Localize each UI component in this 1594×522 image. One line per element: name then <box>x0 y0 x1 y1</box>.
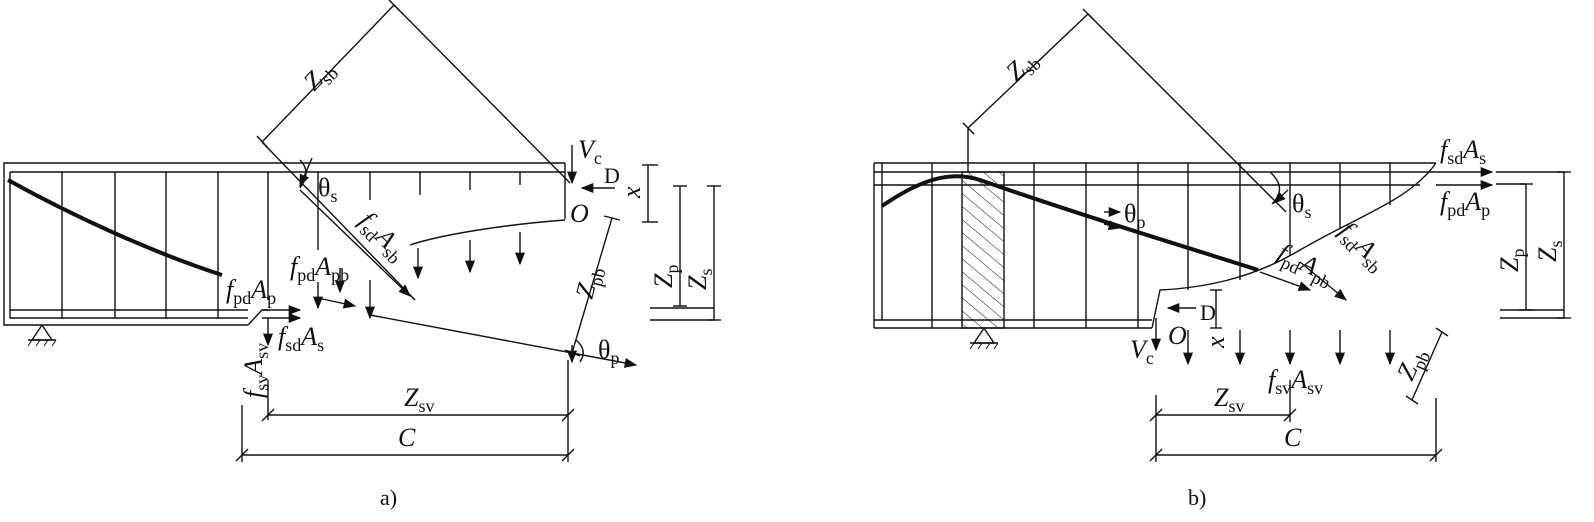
label-zpb-b: Zpb <box>1391 343 1434 386</box>
label-zp-b: Zp <box>1495 249 1528 272</box>
beam-a-outline <box>3 162 566 326</box>
label-zpb-a: Zpb <box>570 263 610 302</box>
support-a <box>27 323 57 347</box>
label-zp-a: Zp <box>649 265 682 288</box>
panel-a: Zsb θs Vc D O x Zp Zs <box>3 0 721 510</box>
x-dimension-b <box>1210 289 1222 329</box>
fsd-asb-arrow-a <box>299 189 411 297</box>
panel-b: Zsb fsdAs fpdAp θs θp fsdAsb fpdApb D x … <box>873 8 1571 510</box>
label-c-b: C <box>1284 423 1302 452</box>
label-fpd-apb-a: fpdApb <box>290 252 349 285</box>
label-zs-b: Zs <box>1533 241 1566 262</box>
stirrups-a <box>61 172 521 318</box>
label-zsv-b: Zsv <box>1214 383 1244 416</box>
label-o-a: O <box>570 199 589 228</box>
label-zsv-a: Zsv <box>404 383 434 416</box>
label-theta-s-b: θs <box>1292 189 1311 222</box>
label-theta-p-b: θp <box>1124 199 1145 232</box>
label-theta-p-a: θp <box>598 335 619 368</box>
tendon-b <box>880 174 1259 272</box>
stirrups-b <box>931 163 1391 328</box>
crack-a <box>409 219 566 246</box>
zsb-dimension-b <box>962 8 1287 213</box>
hatched-region-b <box>961 171 1005 329</box>
bottom-dimensions-a <box>235 360 575 462</box>
bottom-dimensions-b <box>1149 380 1443 462</box>
label-fsd-as-a: fsdAs <box>278 322 324 355</box>
label-zs-a: Zs <box>683 269 716 290</box>
caption-b: b) <box>1188 485 1206 510</box>
label-fsv-asv-a: fsvAsv <box>239 343 272 398</box>
label-fpd-ap-b: fpdAp <box>1440 187 1490 220</box>
label-x-a: x <box>617 186 646 199</box>
zpb-dimension-b <box>1405 327 1449 405</box>
zsb-dimension-a <box>256 0 571 301</box>
fpd-ap-line-a <box>369 314 638 368</box>
x-dimension-a <box>642 164 658 223</box>
label-zsb-b: Zsb <box>1000 44 1045 89</box>
support-b <box>969 326 999 350</box>
label-d-b: D <box>1200 300 1216 325</box>
label-fsd-asb-a: fsdAsb <box>351 206 413 268</box>
label-zsb-a: Zsb <box>297 54 342 99</box>
label-vc-b: Vc <box>1130 335 1154 368</box>
label-d-a: D <box>604 163 620 188</box>
label-theta-s-a: θs <box>318 173 337 206</box>
label-x-b: x <box>1201 336 1230 349</box>
label-fsv-asv-b: fsvAsv <box>1268 365 1323 398</box>
label-c-a: C <box>398 423 416 452</box>
label-fpd-ap-a: fpdAp <box>226 275 276 308</box>
tendon-a <box>7 178 223 277</box>
label-o-b: O <box>1168 321 1187 350</box>
label-fpd-apb-b: fpdApb <box>1272 237 1340 293</box>
caption-a: a) <box>380 485 397 510</box>
label-vc-a: Vc <box>578 135 602 168</box>
zp-zs-dimensions-b <box>1496 171 1571 319</box>
label-fsd-as-b: fsdAs <box>1440 135 1486 168</box>
zp-zs-dimensions-a <box>650 185 721 321</box>
